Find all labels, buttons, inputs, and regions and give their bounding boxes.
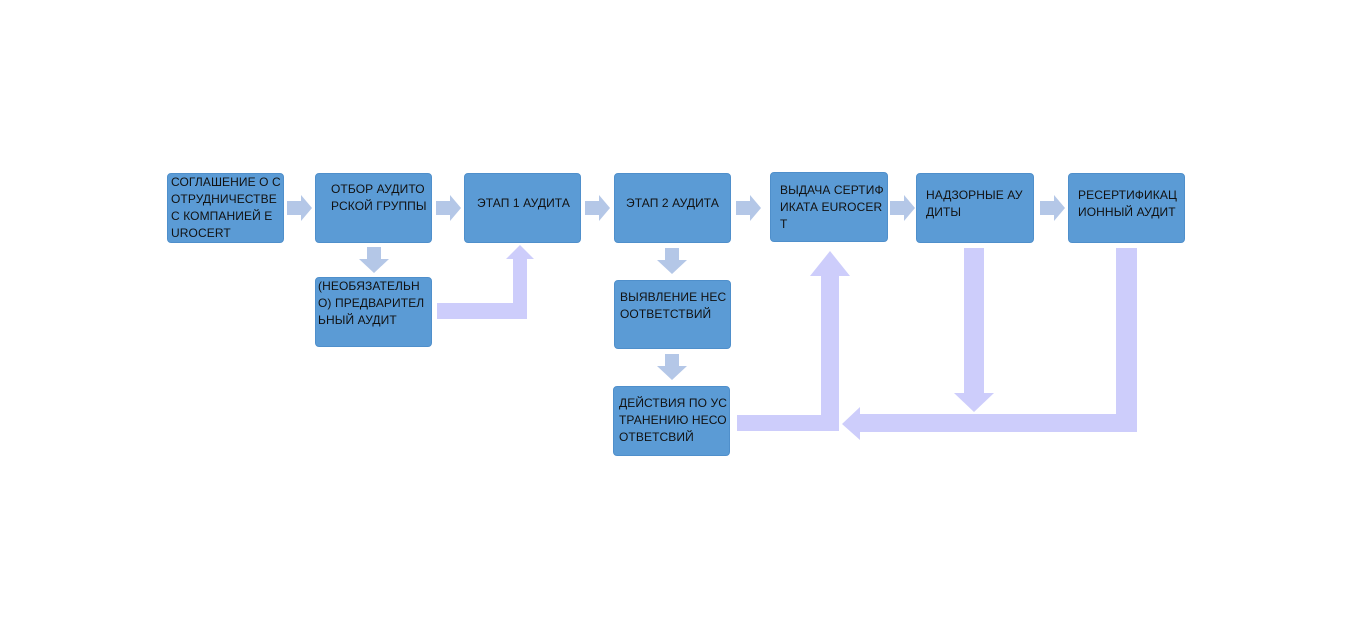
stage2-label: ЭТАП 2 АУДИТА (626, 196, 719, 210)
arrow-team-to-stage1 (436, 195, 461, 221)
nonconformities-label: ВЫЯВЛЕНИЕ НЕСООТВЕТСТВИЙ (620, 290, 727, 321)
agreement-box: СОГЛАШЕНИЕ О СОТРУДНИЧЕСТВЕ С КОМПАНИЕЙ … (167, 173, 284, 243)
connector-surveillance-down (954, 248, 994, 412)
stage2-box: ЭТАП 2 АУДИТА (614, 173, 731, 243)
certificate-box: ВЫДАЧА СЕРТИФИКАТА EUROCERT (770, 172, 888, 242)
arrow-surveillance-to-recertification (1040, 195, 1065, 221)
preliminary-audit-label: (НЕОБЯЗАТЕЛЬНО) ПРЕДВАРИТЕЛЬНЫЙ АУДИТ (318, 279, 425, 327)
arrow-team-to-preliminary (359, 247, 389, 273)
corrective-actions-box: ДЕЙСТВИЯ ПО УСТРАНЕНИЮ НЕСООТВЕТСВИЙ (613, 386, 730, 456)
arrow-stage2-to-certificate (736, 195, 761, 221)
nonconformities-box: ВЫЯВЛЕНИЕ НЕСООТВЕТСТВИЙ (614, 280, 731, 349)
team-selection-box: ОТБОР АУДИТОРСКОЙ ГРУППЫ (315, 173, 432, 243)
recertification-box: РЕСЕРТИФИКАЦИОННЫЙ АУДИТ (1068, 173, 1185, 243)
connector-recertification-return (842, 248, 1137, 440)
arrow-stage2-to-nonconformities (657, 248, 687, 274)
surveillance-label: НАДЗОРНЫЕ АУДИТЫ (926, 188, 1023, 219)
connector-actions-to-certificate (737, 251, 850, 431)
corrective-actions-label: ДЕЙСТВИЯ ПО УСТРАНЕНИЮ НЕСООТВЕТСВИЙ (619, 396, 727, 444)
stage1-box: ЭТАП 1 АУДИТА (464, 173, 581, 243)
connector-preliminary-to-stage1 (437, 245, 534, 319)
team-selection-label: ОТБОР АУДИТОРСКОЙ ГРУППЫ (331, 182, 427, 213)
stage1-label: ЭТАП 1 АУДИТА (477, 196, 570, 210)
agreement-label: СОГЛАШЕНИЕ О СОТРУДНИЧЕСТВЕ С КОМПАНИЕЙ … (171, 175, 281, 240)
preliminary-audit-box: (НЕОБЯЗАТЕЛЬНО) ПРЕДВАРИТЕЛЬНЫЙ АУДИТ (315, 277, 432, 347)
surveillance-box: НАДЗОРНЫЕ АУДИТЫ (916, 173, 1034, 243)
arrow-nonconformities-to-actions (657, 354, 687, 380)
arrow-agreement-to-team (287, 195, 312, 221)
certificate-label: ВЫДАЧА СЕРТИФИКАТА EUROCERT (780, 183, 884, 231)
recertification-label: РЕСЕРТИФИКАЦИОННЫЙ АУДИТ (1078, 188, 1177, 219)
arrow-stage1-to-stage2 (585, 195, 610, 221)
arrow-certificate-to-surveillance (890, 195, 915, 221)
